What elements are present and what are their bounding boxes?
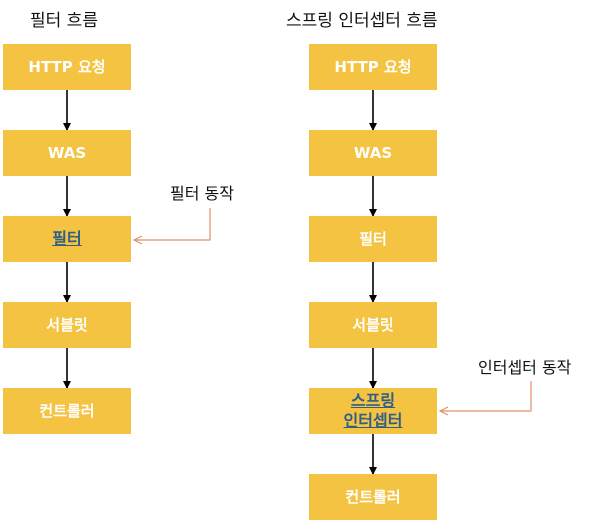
interceptor-action-note: 인터셉터 동작 <box>478 358 572 377</box>
interceptor-step-interceptor-label: 인터셉터 <box>343 411 403 430</box>
interceptor-flow-title: 스프링 인터셉터 흐름 <box>286 11 438 31</box>
filter-action-note: 필터 동작 <box>170 184 234 203</box>
filter-flow-title: 필터 흐름 <box>30 11 98 31</box>
interceptor-step-servlet: 서블릿 <box>309 302 437 348</box>
interceptor-step-controller: 컨트롤러 <box>309 474 437 520</box>
interceptor-step-spring-interceptor: 스프링 인터셉터 <box>309 388 437 434</box>
interceptor-step-filter: 필터 <box>309 216 437 262</box>
interceptor-note-pointer <box>440 381 532 411</box>
interceptor-step-spring-label: 스프링 <box>350 391 396 410</box>
interceptor-step-http-request: HTTP 요청 <box>309 44 437 90</box>
filter-step-filter: 필터 <box>3 216 131 262</box>
interceptor-step-was: WAS <box>309 130 437 176</box>
filter-note-pointer <box>134 208 211 240</box>
filter-step-controller: 컨트롤러 <box>3 388 131 434</box>
filter-step-was: WAS <box>3 130 131 176</box>
filter-step-servlet: 서블릿 <box>3 302 131 348</box>
filter-step-http-request: HTTP 요청 <box>3 44 131 90</box>
